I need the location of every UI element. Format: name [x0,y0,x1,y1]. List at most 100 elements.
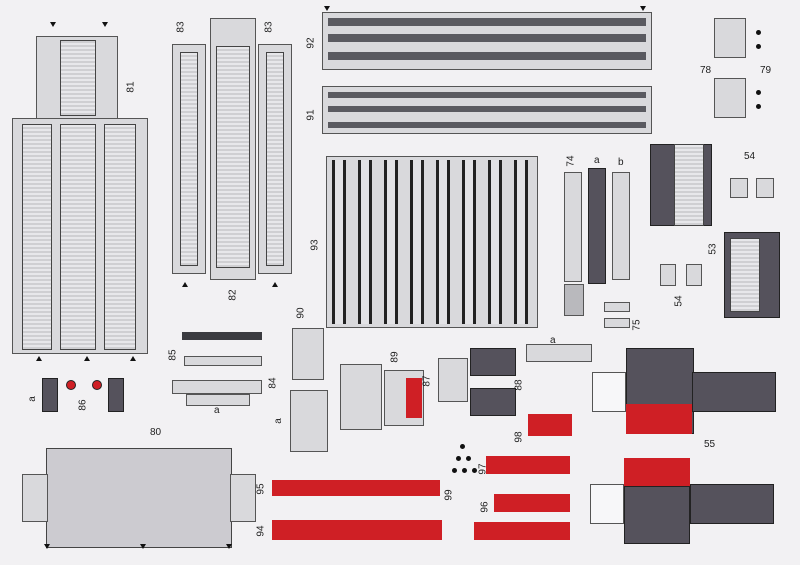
part-78-lower [714,78,746,118]
part-93-slat-3 [384,160,398,324]
part-54-d [686,264,702,286]
label-54-bottom: 54 [673,295,685,307]
part-55-lower-red [624,458,690,488]
part-97 [486,456,570,474]
part-99-dot-1 [460,444,465,449]
part-86-knob-1 [66,380,76,390]
label-95: 95 [255,483,267,495]
part-92-rail-3 [328,52,646,60]
part-93-slat-4 [410,160,424,324]
part-87 [438,358,468,402]
part-75-a [604,302,630,312]
part-84-lower [186,394,250,406]
part-93-slat-2 [358,160,372,324]
part-74-a [588,168,606,284]
triangle-mark [84,356,90,361]
triangle-mark [640,6,646,11]
part-86-knob-2 [92,380,102,390]
part-81-side-b [104,124,136,350]
triangle-mark [36,356,42,361]
part-93-slat-1 [332,160,346,324]
part-99-dot-4 [452,468,457,473]
label-86: 86 [77,399,89,411]
part-91-rail-3 [328,122,646,128]
part-88-b [470,388,516,416]
part-82-inner [216,46,250,268]
part-85 [184,356,262,366]
label-75: 75 [631,319,643,331]
triangle-mark [140,544,146,549]
part-83-left-inner [180,52,198,266]
label-80: 80 [150,427,162,438]
label-92: 92 [305,37,317,49]
label-83-left: 83 [175,21,187,33]
label-83-right: 83 [263,21,275,33]
label-94: 94 [255,525,267,537]
part-91-rail-2 [328,106,646,112]
part-79-dot-1 [756,30,761,35]
label-81: 81 [125,81,137,93]
letter-a-86: a [26,396,38,402]
part-80-flap-left [22,474,48,522]
part-86-right [108,378,124,412]
part-96-a [494,494,570,512]
part-55-lower-flap [590,484,624,524]
label-79: 79 [760,65,772,76]
label-97: 97 [477,463,489,475]
label-90: 90 [295,307,307,319]
label-85: 85 [167,349,179,361]
label-78: 78 [700,65,712,76]
triangle-mark [272,282,278,287]
label-55: 55 [704,439,716,450]
part-86-left [42,378,58,412]
part-75-b [604,318,630,328]
part-91-rail-1 [328,92,646,98]
triangle-mark [182,282,188,287]
part-81-side-a [22,124,52,350]
label-53: 53 [707,243,719,255]
letter-a-89: a [272,418,284,424]
part-89-panel-a [290,390,328,452]
part-53-lower-inner [730,238,760,312]
part-92-rail-2 [328,34,646,42]
part-92-rail-1 [328,18,646,26]
label-96: 96 [479,501,491,513]
part-74-frame [564,172,582,282]
label-88: 88 [513,379,525,391]
part-89-panel-b [340,364,382,430]
part-99-dot-6 [472,468,477,473]
part-80 [46,448,232,548]
part-95 [272,480,440,496]
label-98: 98 [513,431,525,443]
part-98 [528,414,572,436]
label-87: 87 [421,375,433,387]
label-74: 74 [565,155,577,167]
part-99-dot-5 [462,468,467,473]
part-83-right-inner [266,52,284,266]
label-91: 91 [305,109,317,121]
part-93-slat-6 [462,160,476,324]
part-54-a [730,178,748,198]
letter-a-84: a [214,405,220,416]
part-55-upper-red [626,404,692,434]
part-79-dot-4 [756,104,761,109]
part-74-b [612,172,630,280]
label-82: 82 [227,289,239,301]
part-96-b [474,522,570,540]
label-93: 93 [309,239,321,251]
part-53-upper-inner [674,144,704,226]
part-93-slat-7 [488,160,502,324]
part-88-a [470,348,516,376]
part-94 [272,520,442,540]
part-85-top [182,332,262,340]
part-79-dot-3 [756,90,761,95]
part-93-slat-5 [436,160,450,324]
letter-b-74: b [618,157,624,168]
part-55-upper-body [692,372,776,412]
part-81-window-upper [60,40,96,116]
label-84: 84 [267,377,279,389]
triangle-mark [102,22,108,27]
letter-a-strip: a [550,335,556,346]
part-a-strip [526,344,592,362]
